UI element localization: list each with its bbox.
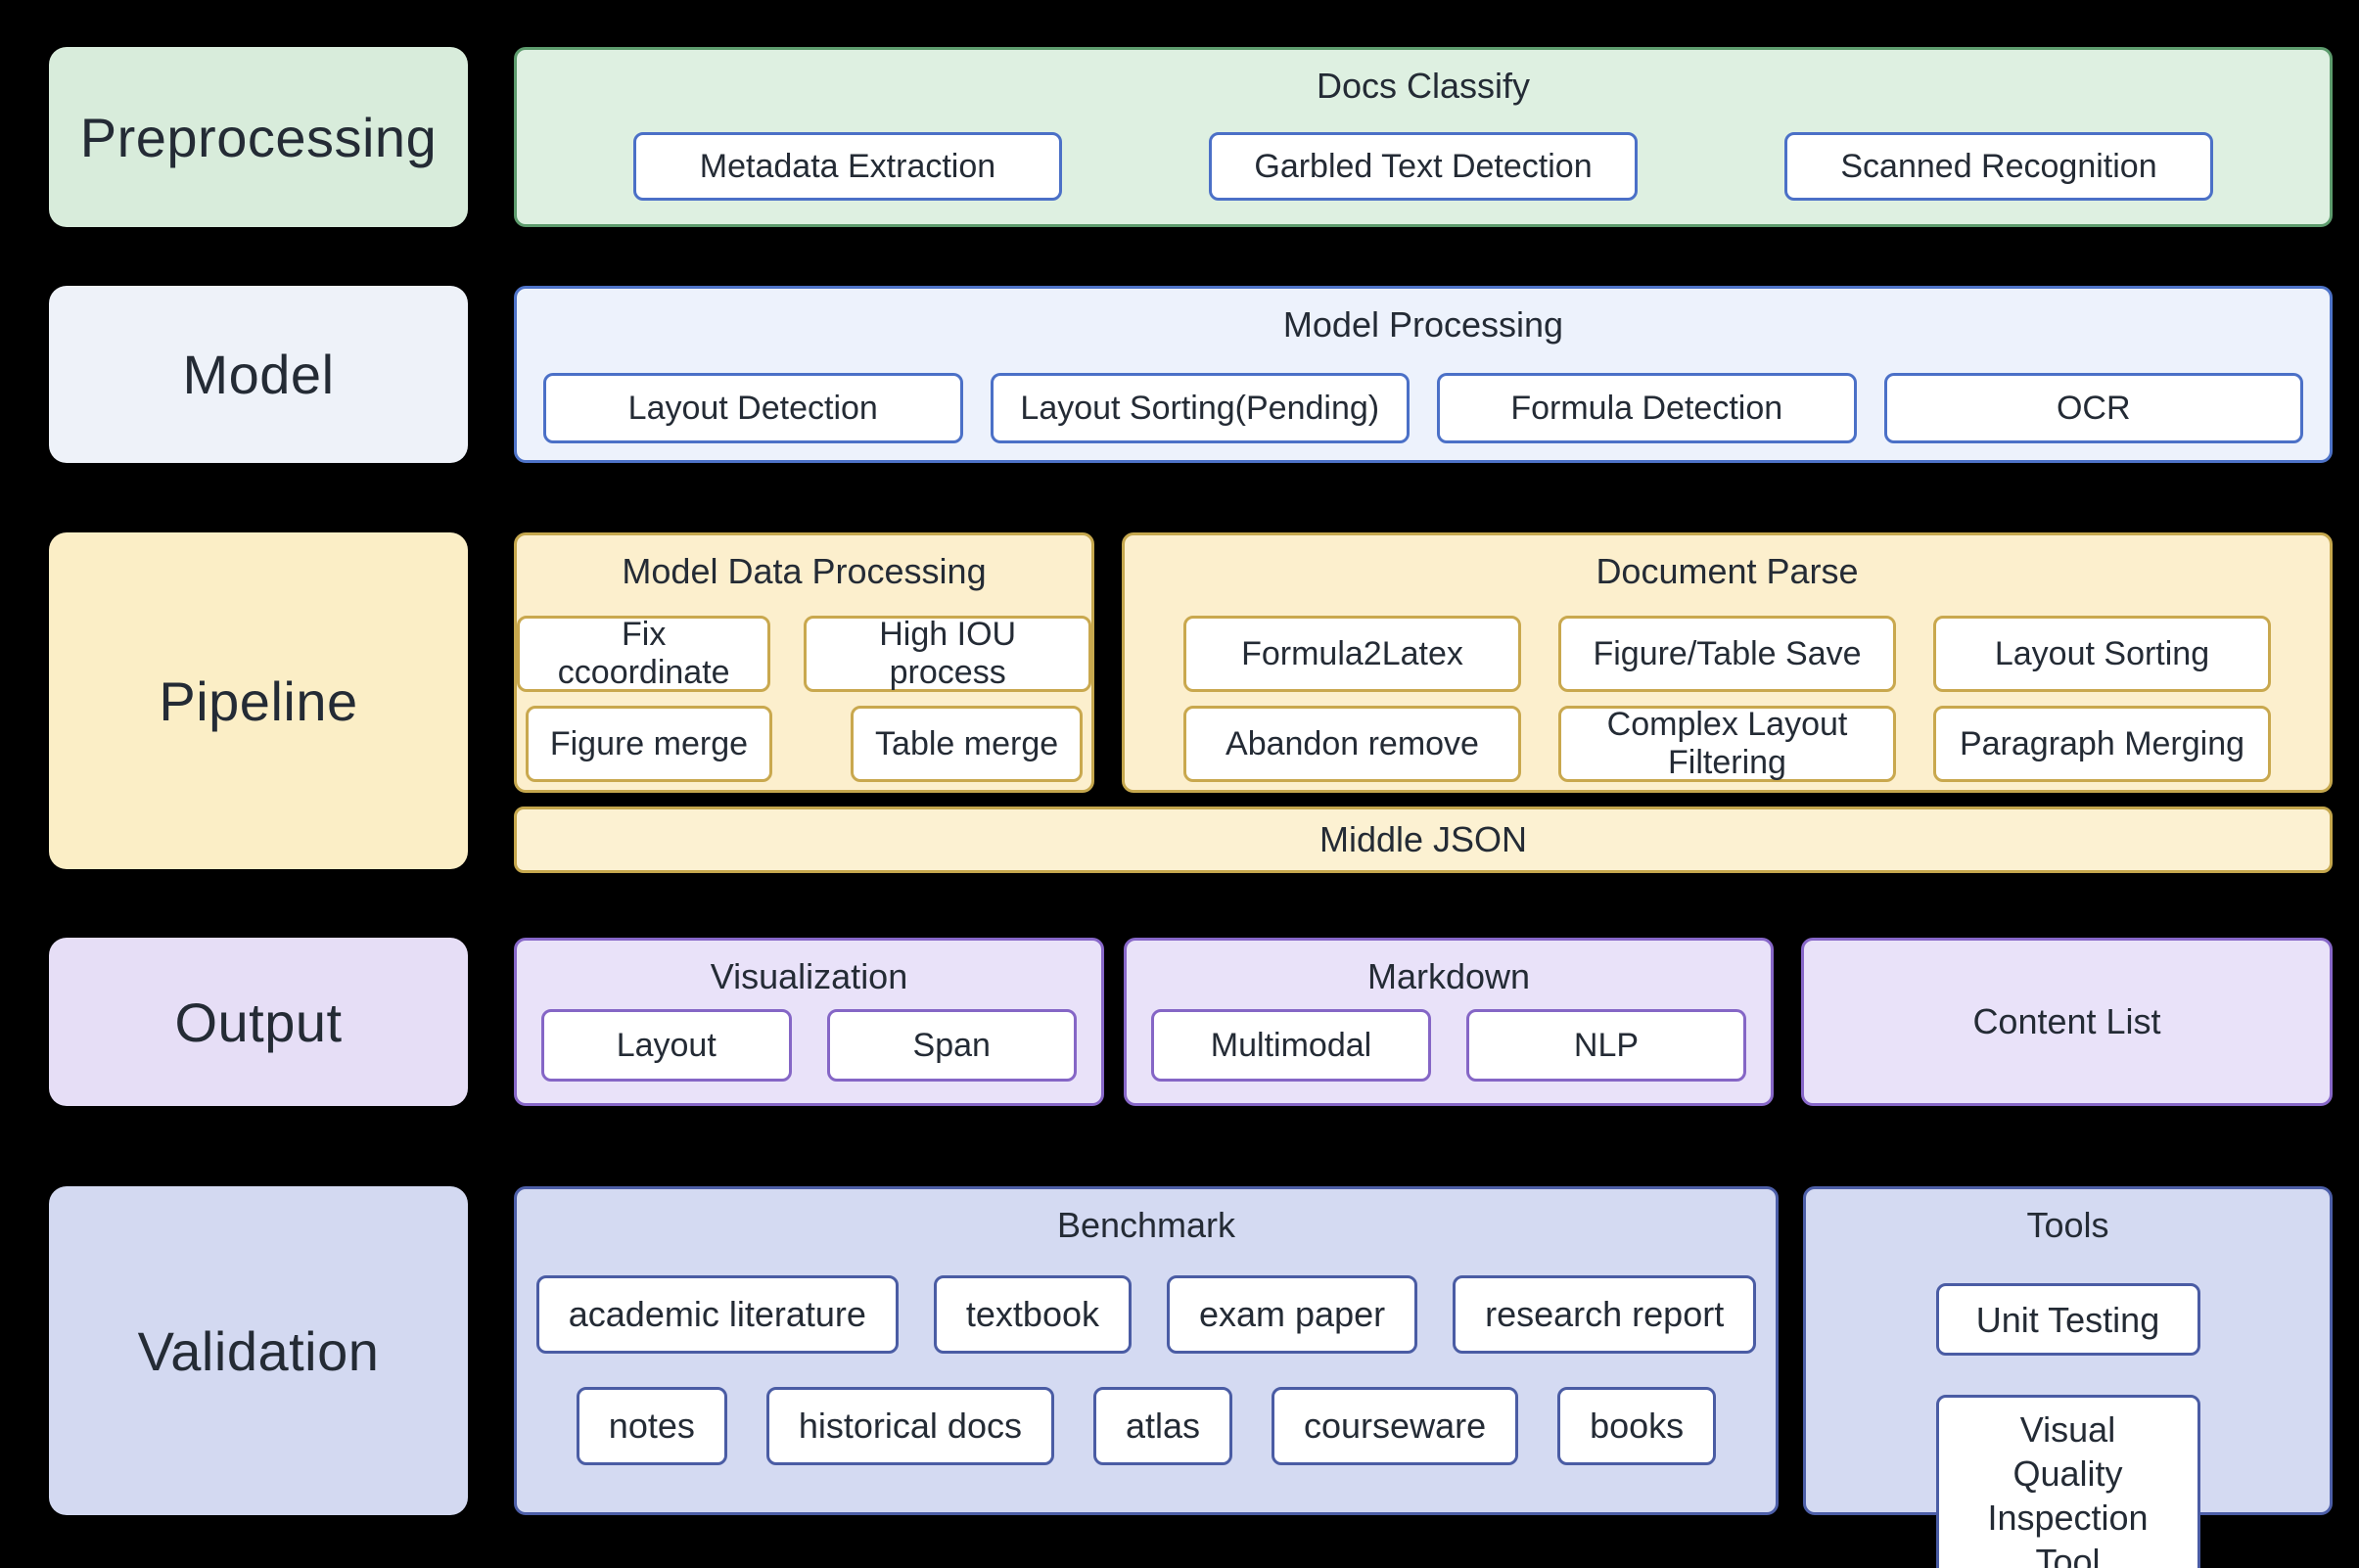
group-markdown: Markdown Multimodal NLP xyxy=(1124,938,1774,1106)
node-nlp: NLP xyxy=(1466,1009,1746,1082)
node-visual-quality-inspection-tool: Visual Quality Inspection Tool xyxy=(1935,1395,2200,1568)
markdown-nodes: Multimodal NLP xyxy=(1127,1009,1771,1082)
content-list-title: Content List xyxy=(1972,1001,2161,1041)
node-high-iou-process: High IOU process xyxy=(804,616,1091,692)
node-layout: Layout xyxy=(541,1009,792,1082)
group-model-data-processing: Model Data Processing Fix ccoordinate Hi… xyxy=(514,532,1094,793)
document-parse-title: Document Parse xyxy=(1596,551,1859,591)
docs-classify-nodes: Metadata Extraction Garbled Text Detecti… xyxy=(517,132,2330,201)
benchmark-row-1: academic literature textbook exam paper … xyxy=(517,1275,1776,1354)
node-courseware: courseware xyxy=(1272,1387,1519,1465)
stage-preprocessing: Preprocessing xyxy=(49,47,468,227)
tools-title: Tools xyxy=(2026,1205,2109,1245)
node-complex-layout-filtering: Complex Layout Filtering xyxy=(1558,706,1896,782)
node-scanned-recognition: Scanned Recognition xyxy=(1784,132,2213,201)
stage-output: Output xyxy=(49,938,468,1106)
group-model-processing: Model Processing Layout Detection Layout… xyxy=(514,286,2333,463)
group-tools: Tools Unit Testing Visual Quality Inspec… xyxy=(1803,1186,2333,1568)
node-unit-testing: Unit Testing xyxy=(1935,1283,2200,1356)
node-paragraph-merging: Paragraph Merging xyxy=(1933,706,2271,782)
model-processing-title: Model Processing xyxy=(1282,304,1564,345)
group-benchmark: Benchmark academic literature textbook e… xyxy=(514,1186,1779,1515)
node-table-merge: Table merge xyxy=(851,706,1084,782)
node-formula-detection: Formula Detection xyxy=(1437,373,1857,443)
node-multimodal: Multimodal xyxy=(1151,1009,1431,1082)
node-academic-literature: academic literature xyxy=(535,1275,899,1354)
model-data-processing-title: Model Data Processing xyxy=(622,551,987,591)
node-research-report: research report xyxy=(1453,1275,1757,1354)
model-processing-nodes: Layout Detection Layout Sorting(Pending)… xyxy=(517,373,2330,443)
stage-model: Model xyxy=(49,286,468,463)
group-docs-classify: Docs Classify Metadata Extraction Garble… xyxy=(514,47,2333,227)
tools-row-1: Unit Testing xyxy=(1806,1283,2330,1356)
node-layout-sorting-pending: Layout Sorting(Pending) xyxy=(990,373,1410,443)
node-notes: notes xyxy=(576,1387,727,1465)
node-layout-detection: Layout Detection xyxy=(543,373,963,443)
benchmark-row-2: notes historical docs atlas courseware b… xyxy=(517,1387,1776,1465)
node-garbled-text-detection: Garbled Text Detection xyxy=(1209,132,1638,201)
model-data-processing-row-1: Fix ccoordinate High IOU process xyxy=(517,616,1091,692)
bar-middle-json: Middle JSON xyxy=(514,807,2333,873)
document-parse-row-2: Abandon remove Complex Layout Filtering … xyxy=(1125,706,2330,782)
node-abandon-remove: Abandon remove xyxy=(1183,706,1521,782)
model-data-processing-row-2: Figure merge Table merge xyxy=(517,706,1091,782)
node-books: books xyxy=(1557,1387,1717,1465)
benchmark-title: Benchmark xyxy=(1056,1205,1236,1245)
stage-validation: Validation xyxy=(49,1186,468,1515)
node-atlas: atlas xyxy=(1092,1387,1233,1465)
node-figure-merge: Figure merge xyxy=(525,706,773,782)
node-historical-docs: historical docs xyxy=(765,1387,1054,1465)
node-metadata-extraction: Metadata Extraction xyxy=(633,132,1062,201)
document-parse-row-1: Formula2Latex Figure/Table Save Layout S… xyxy=(1125,616,2330,692)
node-figure-table-save: Figure/Table Save xyxy=(1558,616,1896,692)
group-content-list: Content List xyxy=(1801,938,2333,1106)
node-layout-sorting: Layout Sorting xyxy=(1933,616,2271,692)
visualization-nodes: Layout Span xyxy=(517,1009,1101,1082)
stage-pipeline: Pipeline xyxy=(49,532,468,869)
node-exam-paper: exam paper xyxy=(1167,1275,1418,1354)
node-formula2latex: Formula2Latex xyxy=(1183,616,1521,692)
node-ocr: OCR xyxy=(1883,373,2303,443)
node-textbook: textbook xyxy=(933,1275,1132,1354)
visualization-title: Visualization xyxy=(710,956,908,996)
tools-row-2: Visual Quality Inspection Tool xyxy=(1806,1395,2330,1568)
group-document-parse: Document Parse Formula2Latex Figure/Tabl… xyxy=(1122,532,2333,793)
group-visualization: Visualization Layout Span xyxy=(514,938,1104,1106)
node-fix-ccoordinate: Fix ccoordinate xyxy=(517,616,771,692)
markdown-title: Markdown xyxy=(1366,956,1531,996)
node-span: Span xyxy=(826,1009,1077,1082)
docs-classify-title: Docs Classify xyxy=(1316,66,1531,106)
